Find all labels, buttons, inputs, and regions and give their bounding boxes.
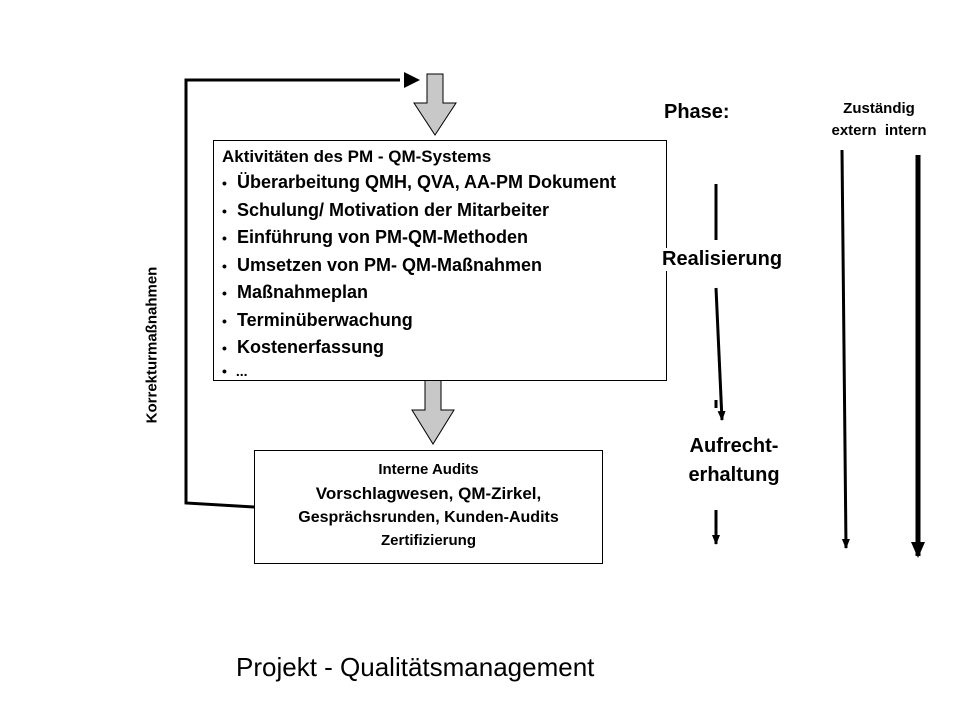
list-item: • Umsetzen von PM- QM-Maßnahmen (222, 254, 543, 275)
audits-line-suggestions: Vorschlagwesen, QM-Zirkel, (315, 484, 542, 503)
block-arrow-into-activities (413, 73, 457, 136)
list-item: • Maßnahmeplan (222, 282, 369, 302)
activities-list: • Überarbeitung QMH, QVA, AA-PM Dokument… (222, 169, 666, 380)
list-item: • Einführung von PM-QM-Methoden (222, 227, 528, 247)
feedback-loop-arrowhead (404, 72, 420, 88)
list-item: • Kostenerfassung (222, 337, 385, 357)
list-item: • Überarbeitung QMH, QVA, AA-PM Dokument (222, 172, 617, 192)
audits-line-internal-audits: Interne Audits (378, 461, 479, 478)
list-item: • Terminüberwachung (222, 309, 413, 330)
list-item: • ... (222, 362, 248, 379)
responsibility-heading: Zuständig extern intern (800, 98, 958, 142)
feedback-label: Korrekturmaßnahmen (143, 266, 161, 424)
footer-title: Projekt - Qualitätsmanagement (236, 652, 595, 682)
list-item: • Schulung/ Motivation der Mitarbeiter (222, 199, 550, 220)
feedback-loop-line (184, 78, 400, 509)
audits-box: Interne Audits Vorschlagwesen, QM-Zirkel… (254, 450, 603, 564)
phase-heading: Phase: (664, 101, 730, 123)
activities-title: Aktivitäten des PM - QM-Systems (222, 147, 492, 166)
audits-line-discussions: Gesprächsrunden, Kunden-Audits (298, 509, 559, 526)
extern-arrow (840, 149, 850, 549)
responsibility-columns: extern intern (831, 122, 927, 139)
audits-line-certification: Zertifizierung (380, 532, 476, 549)
phase-aufrechterhaltung: Aufrecht- erhaltung (688, 435, 780, 486)
phase-arrow-realisierung (714, 287, 726, 421)
phase-realisierung: Realisierung (660, 248, 785, 271)
activities-box: Aktivitäten des PM - QM-Systems • Überar… (213, 140, 667, 381)
